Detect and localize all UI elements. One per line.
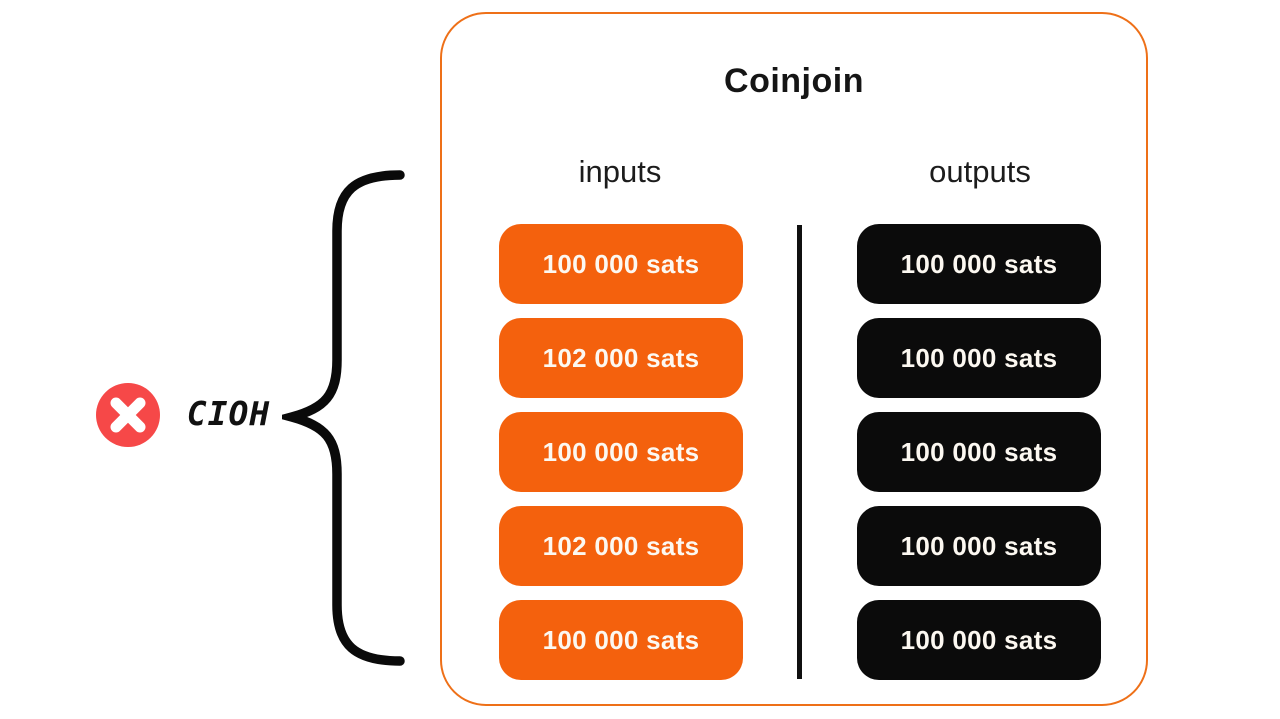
input-item: 102 000 sats	[499, 318, 743, 398]
output-item: 100 000 sats	[857, 600, 1101, 680]
outputs-column: 100 000 sats 100 000 sats 100 000 sats 100 …	[857, 224, 1101, 680]
curly-brace	[273, 164, 410, 670]
curly-brace-svg	[273, 170, 405, 666]
input-item: 100 000 sats	[499, 224, 743, 304]
output-item: 100 000 sats	[857, 318, 1101, 398]
input-item: 100 000 sats	[499, 412, 743, 492]
input-item: 100 000 sats	[499, 600, 743, 680]
cioh-label: CIOH	[186, 394, 271, 433]
inputs-column: 100 000 sats 102 000 sats 100 000 sats 102 …	[499, 224, 743, 680]
input-item: 102 000 sats	[499, 506, 743, 586]
column-divider	[797, 225, 802, 679]
x-circle-icon-svg	[96, 383, 160, 447]
output-item: 100 000 sats	[857, 506, 1101, 586]
outputs-label: outputs	[929, 154, 1031, 189]
diagram-title: Coinjoin	[724, 62, 864, 100]
output-item: 100 000 sats	[857, 412, 1101, 492]
inputs-label: inputs	[578, 154, 662, 189]
output-item: 100 000 sats	[857, 224, 1101, 304]
coinjoin-container: Coinjoin inputs outputs 100 000 sats 102 …	[440, 12, 1148, 706]
x-circle-icon	[96, 383, 160, 447]
